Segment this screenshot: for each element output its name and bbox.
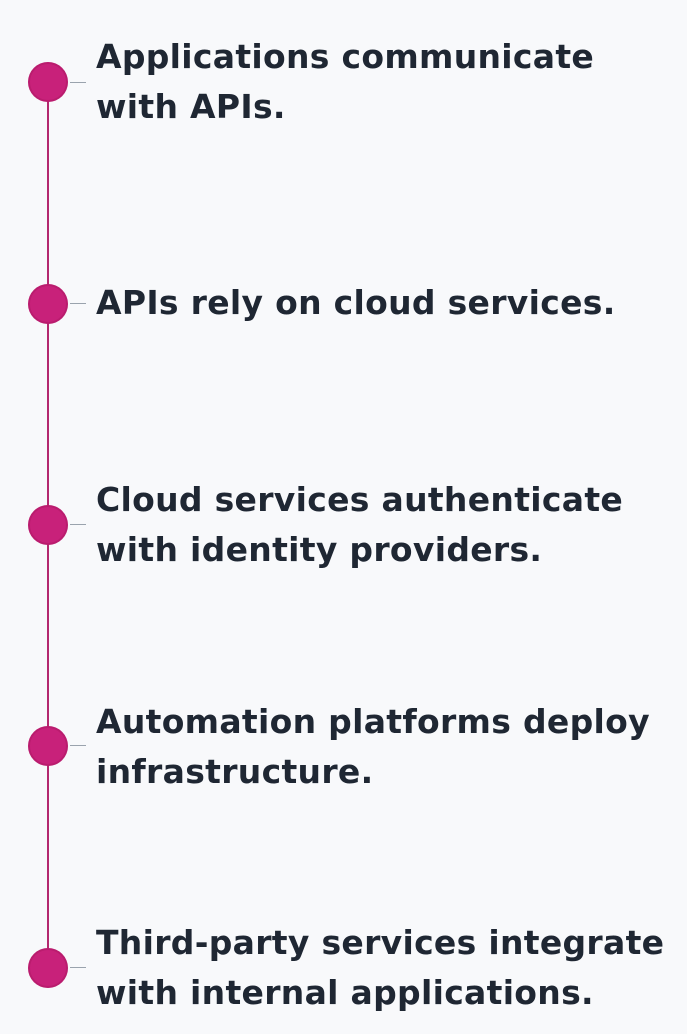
timeline-item-text: Applications communicate with APIs.	[96, 37, 595, 126]
timeline-item-text: APIs rely on cloud services.	[96, 283, 616, 322]
timeline-node-dot	[28, 948, 68, 988]
timeline-node-dot	[28, 726, 68, 766]
timeline-item-text: Third-party services integrate with inte…	[96, 923, 665, 1012]
timeline-node-dot	[28, 505, 68, 545]
timeline-node-connector	[70, 82, 86, 83]
timeline-item-text: Cloud services authenticate with identit…	[96, 480, 624, 569]
timeline-node-dot	[28, 284, 68, 324]
timeline-node-connector	[70, 967, 86, 968]
timeline-node-dot	[28, 62, 68, 102]
timeline-node-connector	[70, 745, 86, 746]
timeline-node-connector	[70, 303, 86, 304]
timeline-node-connector	[70, 524, 86, 525]
timeline-item-text: Automation platforms deploy infrastructu…	[96, 702, 650, 791]
